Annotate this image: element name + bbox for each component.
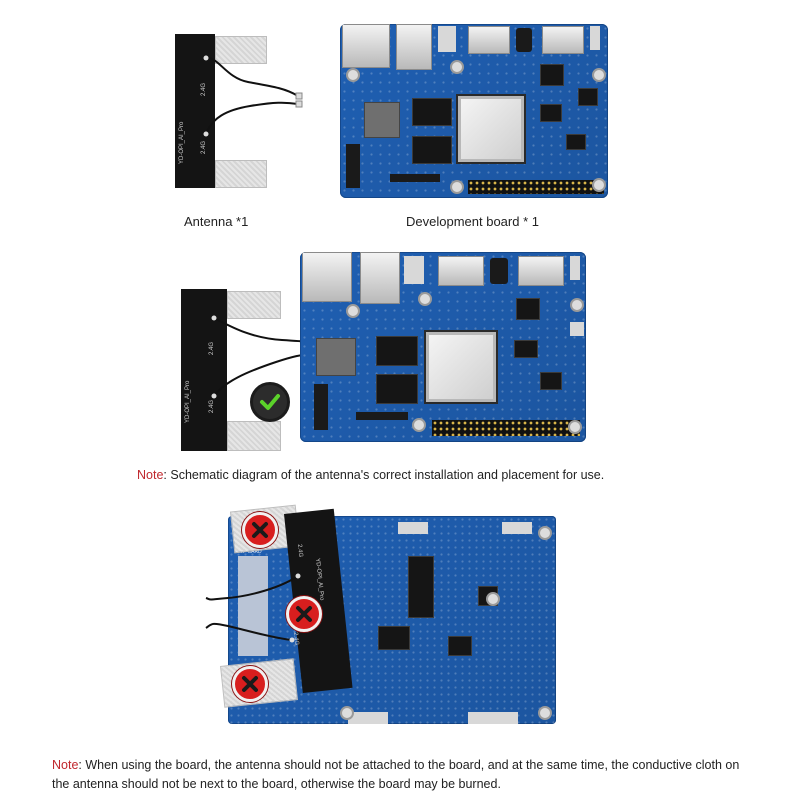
error-badge	[286, 596, 322, 632]
checkmark-icon	[253, 385, 287, 419]
soc-chip	[426, 332, 496, 402]
conductive-cloth-top	[227, 291, 281, 319]
soc-chip	[458, 96, 524, 162]
gpio-header	[432, 420, 580, 436]
antenna-caption: Antenna *1	[184, 214, 249, 229]
antenna-body	[181, 289, 227, 451]
ribbon-connector	[346, 144, 360, 188]
ok-badge	[250, 382, 290, 422]
antenna-top: YD-OPI_AI_Pro 2.4G 2.4G	[175, 34, 267, 188]
ethernet-port	[342, 24, 390, 68]
antenna-body	[175, 34, 215, 188]
note-text: : When using the board, the antenna shou…	[52, 758, 740, 791]
cross-icon	[289, 599, 319, 629]
hdmi-port	[438, 256, 484, 286]
audio-jack	[490, 258, 508, 284]
usb-port	[360, 252, 400, 304]
note-label: Note	[137, 468, 164, 482]
ethernet-port	[302, 252, 352, 302]
gpio-header	[468, 180, 604, 194]
ribbon-connector	[390, 174, 440, 182]
sd-card-slot	[238, 556, 268, 656]
conductive-cloth-top	[215, 36, 267, 64]
ribbon-connector	[314, 384, 328, 430]
ribbon-connector	[356, 412, 408, 420]
conductive-cloth-bottom	[215, 160, 267, 188]
wifi-module	[364, 102, 400, 138]
button	[570, 256, 580, 280]
wifi-module	[316, 338, 356, 376]
memory-chip	[376, 336, 418, 366]
note-correct: Note: Schematic diagram of the antenna's…	[137, 468, 737, 482]
cross-icon	[235, 669, 265, 699]
development-board-middle	[300, 252, 586, 442]
board-caption: Development board * 1	[406, 214, 539, 229]
micro-usb-port	[570, 322, 584, 336]
cross-icon	[245, 515, 275, 545]
conductive-cloth-bottom	[227, 421, 281, 451]
hdmi-port	[518, 256, 564, 286]
hdmi-port	[468, 26, 510, 54]
memory-chip	[412, 98, 452, 126]
note-incorrect: Note: When using the board, the antenna …	[52, 756, 752, 794]
sd-card-label: TF CARD	[240, 549, 262, 555]
memory-chip	[376, 374, 418, 404]
note-text: : Schematic diagram of the antenna's cor…	[163, 468, 605, 482]
note-label: Note	[52, 758, 79, 772]
development-board-top	[340, 24, 608, 198]
memory-chip	[412, 136, 452, 164]
antenna-middle: YD-OPI_AI_Pro 2.4G 2.4G	[181, 289, 281, 451]
usb-port	[396, 24, 432, 70]
error-badge	[232, 666, 268, 702]
hdmi-port	[542, 26, 584, 54]
button	[590, 26, 600, 50]
error-badge	[242, 512, 278, 548]
audio-jack	[516, 28, 532, 52]
